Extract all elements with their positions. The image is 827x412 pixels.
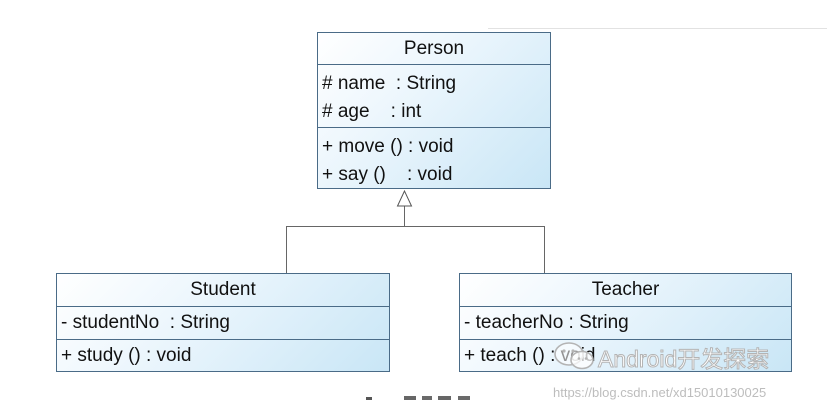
class-name-student: Student <box>57 274 389 307</box>
watermark-url: https://blog.csdn.net/xd15010130025 <box>553 385 767 400</box>
watermark-title: Android开发探索 <box>597 346 770 373</box>
attribute-student-no: - studentNo : String <box>61 312 230 333</box>
attribute-name: # name : String <box>322 73 457 94</box>
class-name-person: Person <box>318 33 550 65</box>
operations-person: + move () : void + say () : void <box>318 127 550 188</box>
wechat-logo-icon <box>554 342 594 370</box>
operation-move: + move () : void <box>322 136 454 157</box>
attributes-student: - studentNo : String <box>57 307 389 339</box>
top-divider <box>488 28 827 29</box>
operation-study: + study () : void <box>61 345 192 366</box>
class-person[interactable]: Person # name : String # age : int + mov… <box>317 32 551 189</box>
cropped-caption-fragment <box>366 396 470 400</box>
operation-say: + say () : void <box>322 164 453 185</box>
attribute-age: # age : int <box>322 101 422 122</box>
generalization-arrowhead <box>396 189 413 207</box>
class-teacher[interactable]: Teacher - teacherNo : String + teach () … <box>459 273 792 372</box>
operations-student: + study () : void <box>57 339 389 371</box>
class-name-teacher: Teacher <box>460 274 791 307</box>
class-student[interactable]: Student - studentNo : String + study () … <box>56 273 390 372</box>
attributes-teacher: - teacherNo : String <box>460 307 791 339</box>
attributes-person: # name : String # age : int <box>318 65 550 127</box>
attribute-teacher-no: - teacherNo : String <box>464 312 629 333</box>
